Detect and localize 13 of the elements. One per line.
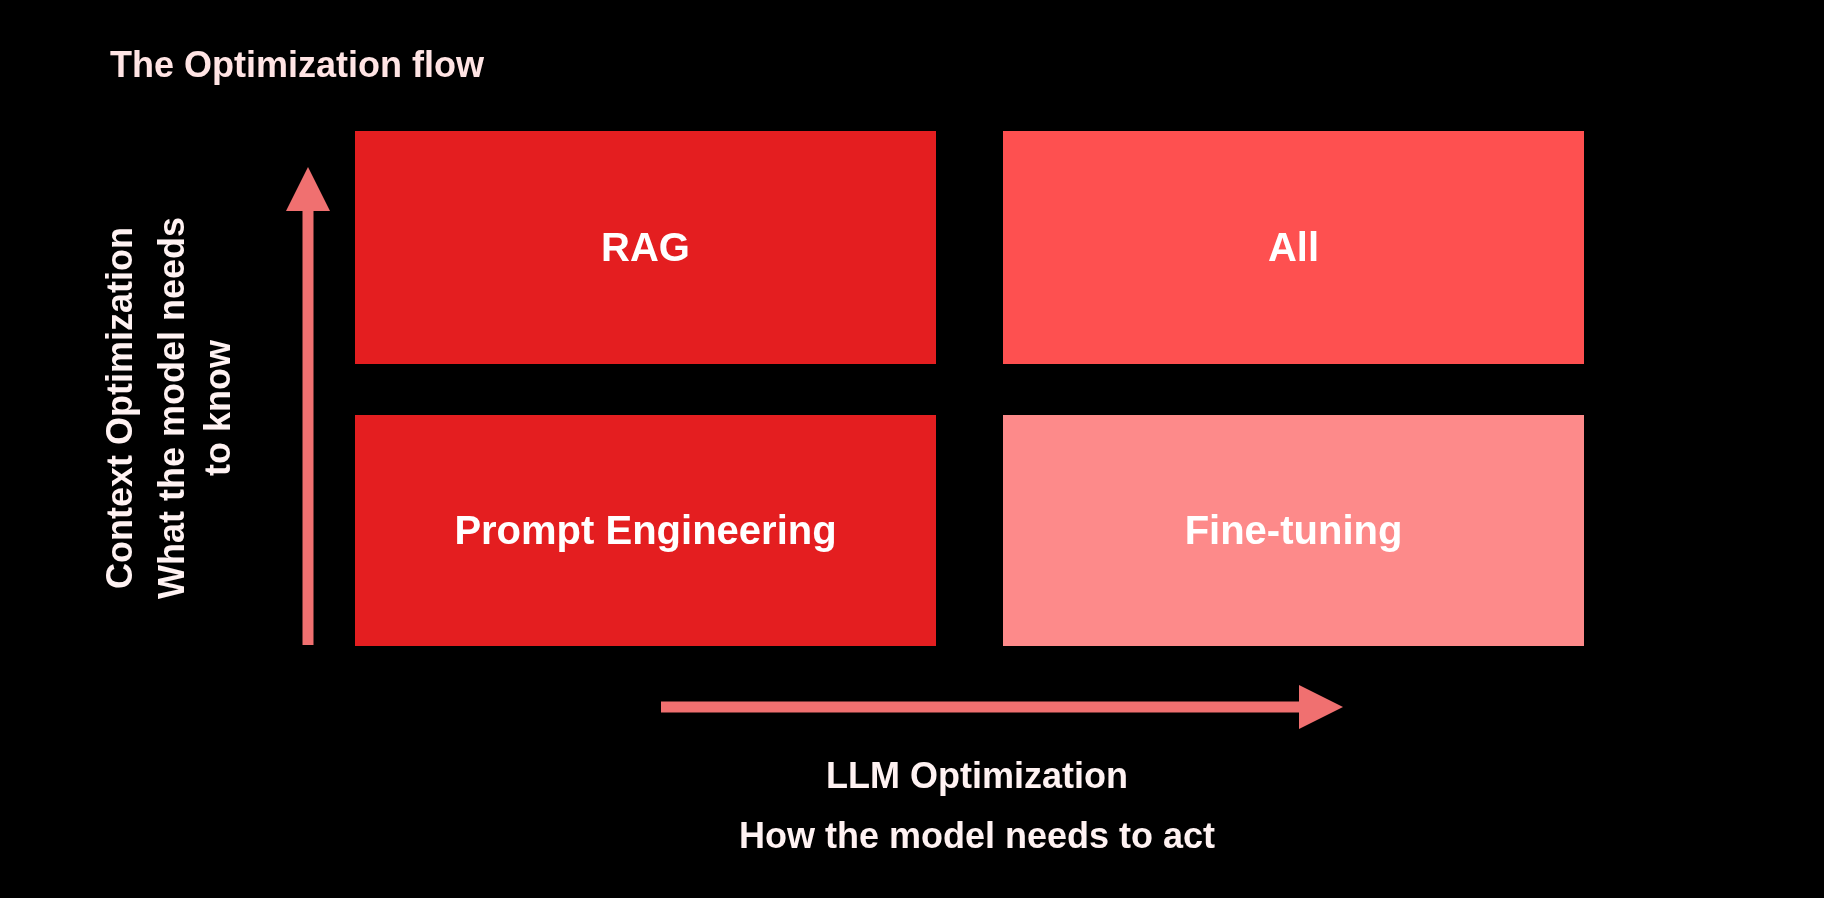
axis-description: How the model needs to act [737,815,1217,857]
axis-title: LLM Optimization [825,755,1129,797]
quadrant-label: Fine-tuning [1184,508,1403,553]
quadrant-label: Prompt Engineering [454,508,837,553]
axis-description: What the model needs to know [150,216,239,602]
axis-title: Context Optimization [100,226,140,591]
quadrant-label: All [1267,225,1320,270]
quadrant-box [1003,415,1584,646]
quadrant-label: RAG [601,225,690,270]
quadrant-box [355,415,936,646]
title: The Optimization flow [110,44,484,86]
quadrant-box [355,131,936,364]
quadrant-box [1003,131,1584,364]
